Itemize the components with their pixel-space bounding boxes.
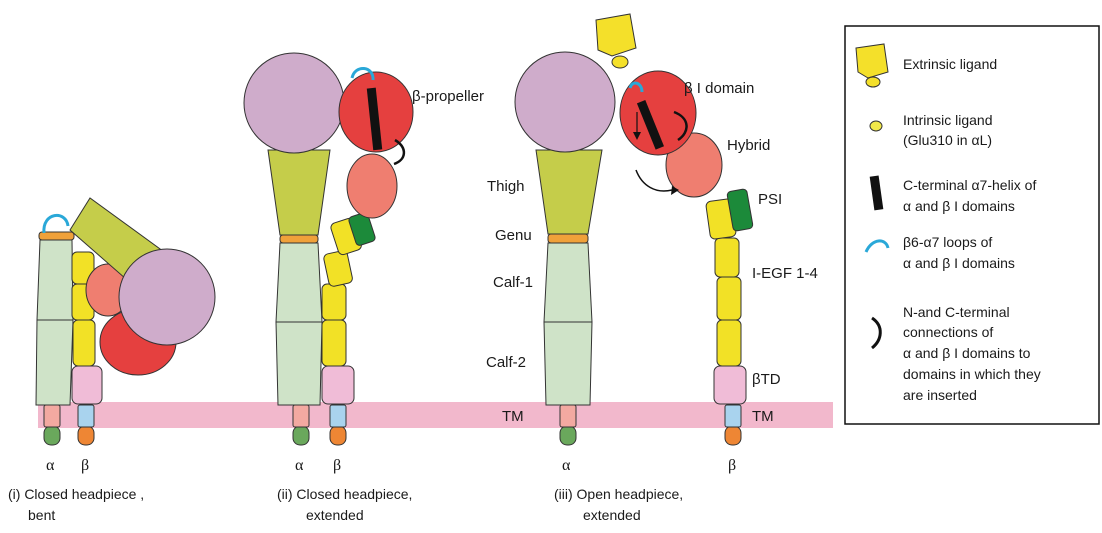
panel-3-caption-line-1: (iii) Open headpiece,: [554, 486, 683, 502]
legend-loop-line-1: β6-α7 loops of: [903, 234, 992, 250]
legend-connection-line-2: connections of: [903, 324, 993, 340]
panel-2-hybrid-domain: [347, 154, 397, 218]
panel-2-beta-td: [322, 366, 354, 404]
panel-3-beta-td: [714, 366, 746, 404]
legend: Extrinsic ligand Intrinsic ligand (Glu31…: [845, 26, 1099, 424]
label-calf-2: Calf-2: [486, 354, 526, 371]
panel-3-alpha-tm: [560, 405, 576, 427]
panel-3-open-integrin: [515, 14, 753, 445]
panel-1-alpha-tm: [44, 405, 60, 427]
panel-2-genu: [280, 235, 318, 243]
panel-2-beta-label: β: [333, 457, 341, 474]
label-beta-td: βTD: [752, 371, 781, 388]
legend-box: [845, 26, 1099, 424]
label-genu: Genu: [495, 227, 532, 244]
panel-3-beta-propeller: [515, 52, 615, 152]
legend-connection-line-1: N-and C-terminal: [903, 304, 1010, 320]
panel-1-beta-label: β: [81, 457, 89, 474]
panel-captions: (i) Closed headpiece , bent (ii) Closed …: [8, 486, 683, 523]
panel-1-beta-propeller: [119, 249, 215, 345]
label-thigh: Thigh: [487, 178, 525, 195]
panel-2-alpha-tm: [293, 405, 309, 427]
panel-2-calf-1: [276, 243, 322, 322]
panel-3-beta-subunit: [620, 71, 753, 445]
panel-1-calf-1: [37, 240, 73, 320]
panel-2-alpha-label: α: [295, 457, 304, 474]
panel-1-beta-tm: [78, 405, 94, 427]
panel-1-iegf-4: [73, 320, 95, 366]
panel-2-beta-propeller: [244, 53, 344, 153]
panel-2-thigh: [268, 150, 330, 235]
panel-2-beta-cytoplasmic-tail: [330, 426, 346, 445]
legend-intrinsic-ligand-line-2: (Glu310 in αL): [903, 132, 992, 148]
legend-loop-line-2: α and β I domains: [903, 255, 1015, 271]
label-hybrid: Hybrid: [727, 137, 770, 154]
legend-connection-line-5: are inserted: [903, 387, 977, 403]
label-beta-i-domain: β I domain: [684, 80, 754, 97]
panel-3-caption-line-2: extended: [583, 507, 641, 523]
panel-3-iegf-4: [717, 320, 741, 366]
panel-2-extended-integrin: [244, 53, 413, 445]
legend-connection-line-4: domains in which they: [903, 366, 1041, 382]
legend-helix-line-1: C-terminal α7-helix of: [903, 177, 1036, 193]
panel-2-iegf-3: [322, 284, 346, 320]
panel-3-iegf-3: [717, 277, 741, 320]
panel-3-beta-tm: [725, 405, 741, 427]
label-iegf: I-EGF 1-4: [752, 265, 818, 282]
panel-2-calf-2: [276, 322, 322, 405]
label-tm-left: TM: [502, 408, 524, 425]
legend-connection-line-3: α and β I domains to: [903, 345, 1031, 361]
panel-1-calf-2: [36, 320, 73, 405]
legend-extrinsic-ligand-line-1: Extrinsic ligand: [903, 56, 997, 72]
panel-3-alpha-cytoplasmic-tail: [560, 426, 576, 445]
panel-3-calf-1: [544, 243, 592, 322]
panel-3-extrinsic-ligand: [596, 14, 636, 68]
panel-2-caption-line-2: extended: [306, 507, 364, 523]
panel-3-alpha-subunit: [515, 52, 615, 445]
panel-1-caption-line-1: (i) Closed headpiece ,: [8, 486, 144, 502]
cell-membrane: [38, 402, 833, 428]
panel-3-iegf-2: [715, 238, 739, 277]
panel-2-caption-line-1: (ii) Closed headpiece,: [277, 486, 412, 502]
panel-1-beta6-alpha7-loop: [44, 215, 68, 233]
panel-3-genu: [548, 234, 588, 243]
panel-1-caption-line-2: bent: [28, 507, 55, 523]
legend-intrinsic-ligand-line-1: Intrinsic ligand: [903, 112, 993, 128]
label-calf-1: Calf-1: [493, 274, 533, 291]
panel-3-alpha-label: α: [562, 457, 571, 474]
intrinsic-ligand-icon: [870, 121, 882, 131]
panel-3-calf-2: [544, 322, 592, 405]
panel-1-beta-td: [72, 366, 102, 404]
label-psi: PSI: [758, 191, 782, 208]
panel-2-alpha-cytoplasmic-tail: [293, 426, 309, 445]
subunit-labels: α β α β α β: [46, 457, 736, 474]
domain-labels: β-propeller β I domain Hybrid Thigh PSI …: [412, 80, 818, 425]
panel-3-beta-cytoplasmic-tail: [725, 426, 741, 445]
panel-1-genu: [39, 232, 74, 240]
panel-1-alpha-label: α: [46, 457, 55, 474]
label-tm-right: TM: [752, 408, 774, 425]
panel-2-beta-tm: [330, 405, 346, 427]
panel-3-thigh: [536, 150, 602, 234]
panel-1-beta-cytoplasmic-tail: [78, 426, 94, 445]
panel-3-beta-label: β: [728, 457, 736, 474]
panel-1-alpha-cytoplasmic-tail: [44, 426, 60, 445]
legend-helix-line-2: α and β I domains: [903, 198, 1015, 214]
panel-2-iegf-2: [323, 250, 353, 287]
label-beta-propeller: β-propeller: [412, 88, 484, 105]
panel-2-iegf-4: [322, 320, 346, 366]
